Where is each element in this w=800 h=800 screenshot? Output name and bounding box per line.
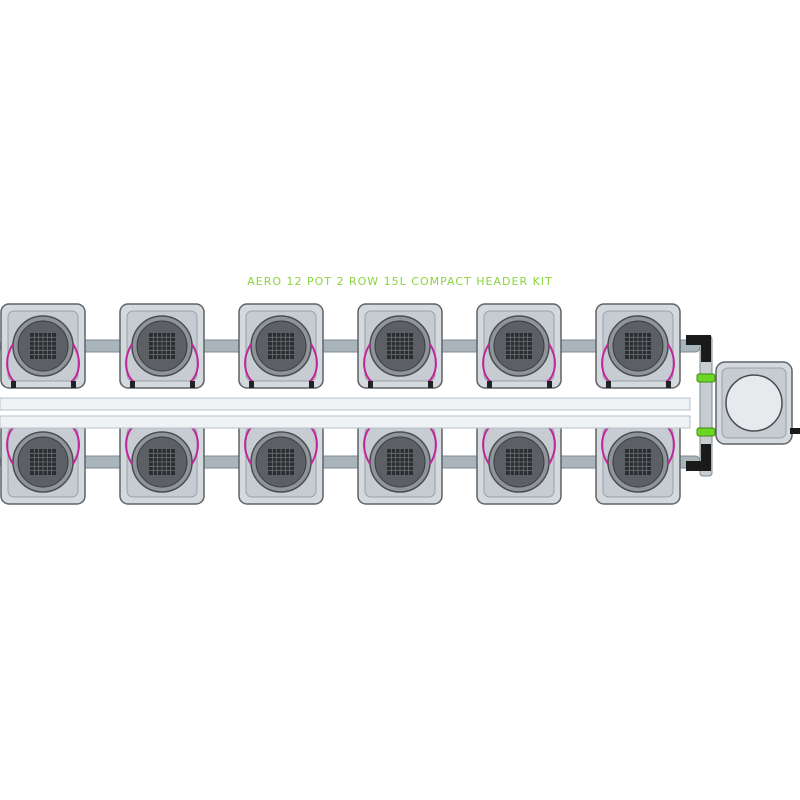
hose-clip: [368, 381, 373, 388]
net-basket-icon: [506, 333, 532, 359]
hose-loop-left: [601, 343, 611, 383]
pot-module: [595, 419, 681, 505]
pot-module: [0, 419, 86, 505]
hose-clip: [309, 381, 314, 388]
net-basket-icon: [268, 333, 294, 359]
pot-module: [0, 303, 86, 389]
hose-loop-right: [70, 343, 80, 383]
pot-module: [476, 419, 562, 505]
kit-title: AERO 12 POT 2 ROW 15L COMPACT HEADER KIT: [247, 275, 553, 288]
net-basket-icon: [149, 449, 175, 475]
hose-clip: [487, 381, 492, 388]
net-basket-icon: [149, 333, 175, 359]
hose-clip: [11, 381, 16, 388]
hose-clip: [130, 381, 135, 388]
green-connector-icon: [696, 373, 716, 383]
connecting-pipe: [0, 455, 701, 469]
net-basket-icon: [387, 449, 413, 475]
pot-module: [357, 419, 443, 505]
hose-loop-left: [244, 343, 254, 383]
pot-module: [476, 303, 562, 389]
net-basket-icon: [30, 333, 56, 359]
hose-loop-right: [308, 343, 318, 383]
pot-module: [357, 303, 443, 389]
net-basket-icon: [30, 449, 56, 475]
net-basket-icon: [506, 449, 532, 475]
hose-loop-right: [546, 343, 556, 383]
hose-clip: [71, 381, 76, 388]
net-basket-icon: [625, 333, 651, 359]
black-elbow-bottom: [686, 444, 711, 471]
hose-loop-right: [189, 343, 199, 383]
pot-row-top: [0, 303, 701, 389]
pot-module: [595, 303, 681, 389]
hose-clip: [249, 381, 254, 388]
black-elbow-top: [686, 335, 711, 362]
green-connector-icon: [696, 427, 716, 437]
hose-clip: [547, 381, 552, 388]
hose-loop-left: [482, 343, 492, 383]
net-basket-icon: [387, 333, 413, 359]
plumbing: [0, 335, 716, 477]
hose-loop-left: [125, 343, 135, 383]
net-basket-icon: [268, 449, 294, 475]
hose-clip: [606, 381, 611, 388]
hose-clip: [666, 381, 671, 388]
reservoir-lid: [725, 374, 783, 432]
pot-module: [119, 419, 205, 505]
connecting-pipe: [0, 339, 701, 353]
hose-loop-right: [665, 343, 675, 383]
hose-clip: [428, 381, 433, 388]
reservoir-tank: [715, 361, 800, 445]
hose-loop-left: [363, 343, 373, 383]
pot-module: [238, 303, 324, 389]
hose-loop-right: [427, 343, 437, 383]
feed-line-bottom: [0, 415, 691, 429]
pot-row-bottom: [0, 419, 701, 505]
pot-module: [238, 419, 324, 505]
feed-line-top: [0, 397, 691, 411]
hose-loop-left: [6, 343, 16, 383]
net-basket-icon: [625, 449, 651, 475]
pot-module: [119, 303, 205, 389]
hose-clip: [190, 381, 195, 388]
power-cable: [790, 428, 800, 434]
